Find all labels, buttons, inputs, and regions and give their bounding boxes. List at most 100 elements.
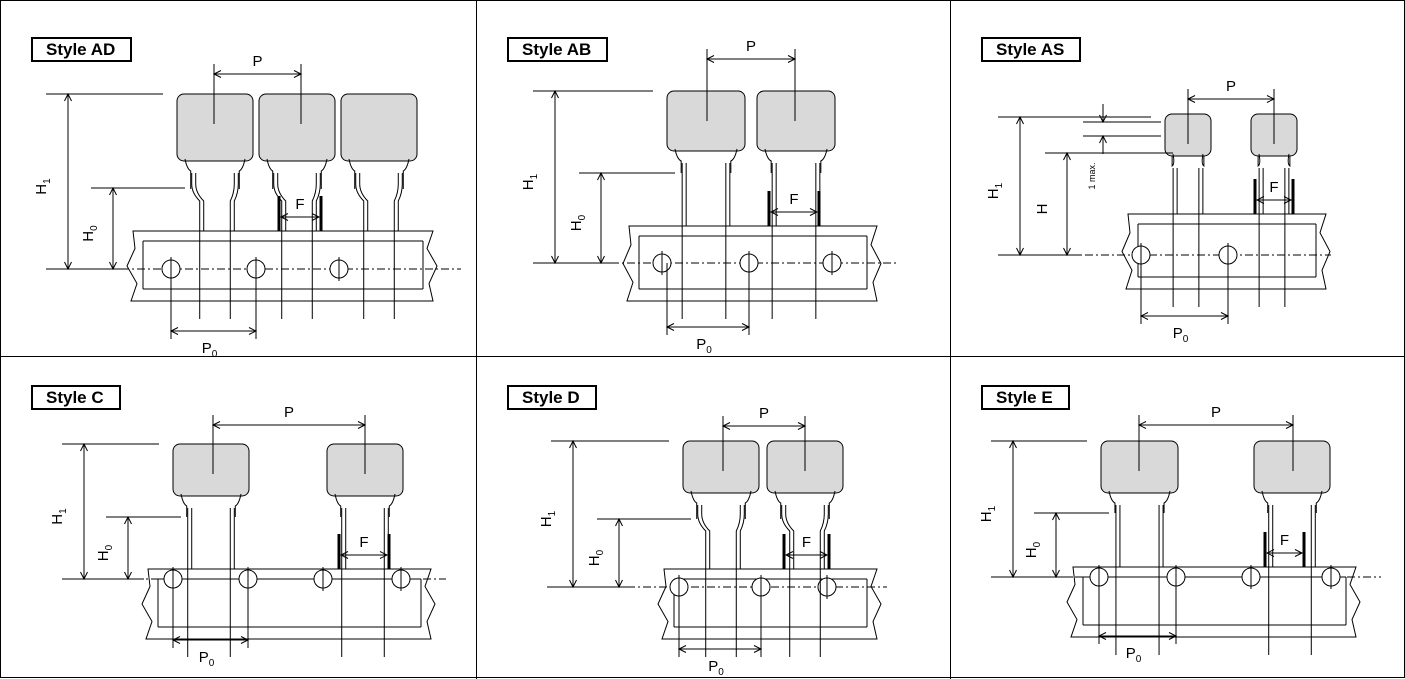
- pitch-label: P: [284, 404, 294, 421]
- pitch-label-main: P: [1211, 404, 1221, 421]
- lead-space-label-main: F: [1269, 179, 1278, 196]
- style-label-as: Style AS: [981, 37, 1082, 62]
- capacitor-body: [176, 93, 254, 162]
- height-label-main: H: [538, 516, 555, 527]
- height-label-main: H: [33, 184, 50, 195]
- feed-pitch-label-text: P0: [199, 649, 215, 669]
- height0-label-sub: 0: [595, 549, 606, 555]
- coating-right: [820, 148, 828, 173]
- coating-right: [234, 493, 242, 517]
- clearance-text: 1 max.: [1087, 162, 1097, 189]
- feed-pitch-label-text: P0: [708, 658, 724, 678]
- pitch-label-main: P: [252, 53, 262, 70]
- height-label: H1: [49, 508, 69, 525]
- coating-left: [764, 148, 772, 173]
- height0-label-text: H0: [568, 214, 588, 231]
- height0-label-sub: 0: [104, 544, 115, 550]
- lead-wire-edge: [397, 173, 403, 231]
- arrow-head: [1052, 569, 1060, 579]
- arrow-head: [339, 551, 349, 559]
- arrow-head: [677, 645, 687, 653]
- arrow-head: [311, 213, 321, 221]
- carrier-tape: [657, 568, 882, 640]
- height-label-main: H: [978, 511, 995, 522]
- lead-space-label: F: [359, 534, 368, 551]
- feed-pitch-label-sub: 0: [209, 658, 215, 669]
- style-label-e: Style E: [981, 385, 1070, 410]
- arrow-head: [741, 323, 751, 331]
- arrow-head: [379, 551, 389, 559]
- height-label: H1: [33, 178, 53, 195]
- lead-wire: [229, 173, 235, 319]
- arrow-head: [1052, 511, 1060, 521]
- pitch-label-main: P: [1226, 78, 1236, 95]
- capacitor: [340, 93, 418, 319]
- lead-wire: [393, 173, 399, 319]
- height-label-sub: 1: [547, 510, 558, 516]
- lead-space-label: F: [802, 534, 811, 551]
- lead-wire-edge: [739, 505, 745, 569]
- capacitor-body: [340, 93, 418, 162]
- lead-space-label-main: F: [802, 534, 811, 551]
- arrow-head: [1063, 247, 1071, 257]
- height-label-main: H: [49, 514, 66, 525]
- pitch-label-text: P: [1211, 404, 1221, 421]
- feed-pitch-label-text: P0: [1173, 325, 1189, 345]
- feed-pitch-label: P0: [202, 340, 218, 356]
- arrow-head: [124, 515, 132, 525]
- lead-space-label: F: [1269, 179, 1278, 196]
- arrow-head: [211, 421, 221, 429]
- pitch-label-text: P: [759, 405, 769, 422]
- arrow-head: [1285, 421, 1295, 429]
- height-label-sub: 1: [994, 182, 1005, 188]
- height0-label-main: H: [80, 231, 97, 242]
- height-label-main: H: [520, 179, 537, 190]
- lead-wire: [735, 505, 741, 657]
- arrow-head: [784, 551, 794, 559]
- pitch-label-text: P: [284, 404, 294, 421]
- coating-right: [238, 158, 246, 189]
- arrow-head: [124, 571, 132, 581]
- arrow-head: [787, 55, 797, 63]
- arrow-head: [1265, 549, 1275, 557]
- arrow-head: [753, 645, 763, 653]
- height0-label-main: H: [586, 555, 603, 566]
- height-label: H1: [978, 505, 998, 522]
- height0-label: H: [1034, 204, 1051, 215]
- feed-pitch-label: P0: [1173, 325, 1189, 345]
- lead-wire-edge: [233, 173, 239, 231]
- arrow-head: [293, 70, 303, 78]
- capacitor: [258, 93, 336, 319]
- arrow-head: [248, 327, 258, 335]
- arrow-head: [569, 579, 577, 589]
- pitch-label-main: P: [759, 405, 769, 422]
- pitch-label: P: [1226, 78, 1236, 95]
- height0-label: H0: [586, 549, 606, 566]
- lead-space-label-main: F: [295, 196, 304, 213]
- arrow-head: [615, 579, 623, 589]
- arrow-head: [357, 421, 367, 429]
- tape-outline: [141, 568, 436, 640]
- arrow-head: [1168, 632, 1178, 640]
- arrow-head: [1220, 312, 1230, 320]
- height0-label-main: H: [1034, 204, 1051, 215]
- clearance-label: 1 max.: [1087, 162, 1097, 189]
- lead-space-label-main: F: [359, 534, 368, 551]
- height-label-sub: 1: [987, 505, 998, 511]
- arrow-head: [1266, 95, 1276, 103]
- lead-space-label-text: F: [789, 191, 798, 208]
- capacitor-body: [172, 443, 250, 497]
- arrow-head: [279, 213, 289, 221]
- arrow-head: [171, 636, 181, 644]
- feed-pitch-label-text: P0: [1126, 645, 1142, 665]
- feed-pitch-label-sub: 0: [1136, 654, 1142, 665]
- arrow-head: [64, 92, 72, 102]
- height0-label: H0: [80, 225, 100, 242]
- lead-space-label-text: F: [359, 534, 368, 551]
- lead-wire-edge: [823, 505, 829, 569]
- coating-right: [828, 490, 836, 519]
